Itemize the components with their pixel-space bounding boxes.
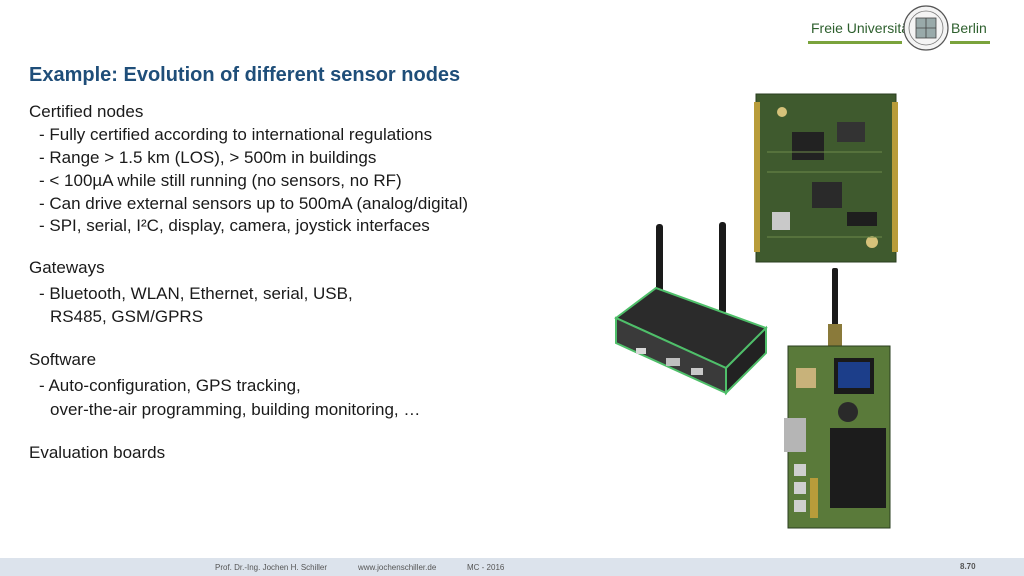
bullet-continuation: RS485, GSM/GPRS	[50, 307, 204, 326]
sensor-node-board-image	[754, 93, 898, 263]
bullet-continuation: over-the-air programming, building monit…	[50, 400, 421, 419]
evaluation-board-image	[784, 268, 891, 529]
page-number: 8.70	[960, 562, 976, 571]
section-heading-gateways: Gateways	[29, 258, 105, 277]
university-seal-icon	[903, 5, 949, 51]
footer-author: Prof. Dr.-Ing. Jochen H. Schiller	[215, 563, 328, 572]
bullet-line: - Fully certified according to internati…	[39, 125, 433, 144]
logo-line-right	[950, 41, 990, 44]
logo-text-right: Berlin	[951, 20, 987, 36]
bullet-line: - Range > 1.5 km (LOS), > 500m in buildi…	[39, 148, 377, 167]
university-logo: Freie Universität Berlin	[808, 4, 992, 54]
bullet-line: - Bluetooth, WLAN, Ethernet, serial, USB…	[39, 284, 353, 303]
bullet-line: - SPI, serial, I²C, display, camera, joy…	[39, 216, 430, 235]
footer-course: MC - 2016	[467, 563, 505, 572]
gateway-box-image	[614, 222, 768, 396]
section-heading-certified: Certified nodes	[29, 102, 144, 121]
bullet-line: - Auto-configuration, GPS tracking,	[39, 376, 301, 395]
logo-text-left: Freie Universität	[811, 20, 913, 36]
logo-line-left	[808, 41, 902, 44]
section-heading-software: Software	[29, 350, 97, 369]
section-heading-evaluation: Evaluation boards	[29, 443, 166, 462]
footer-url: www.jochenschiller.de	[358, 563, 437, 572]
bullet-line: - Can drive external sensors up to 500mA…	[39, 194, 469, 213]
bullet-line: - < 100µA while still running (no sensor…	[39, 171, 402, 190]
slide-title: Example: Evolution of different sensor n…	[29, 64, 461, 86]
footer-bar: Prof. Dr.-Ing. Jochen H. Schiller www.jo…	[0, 558, 1024, 576]
